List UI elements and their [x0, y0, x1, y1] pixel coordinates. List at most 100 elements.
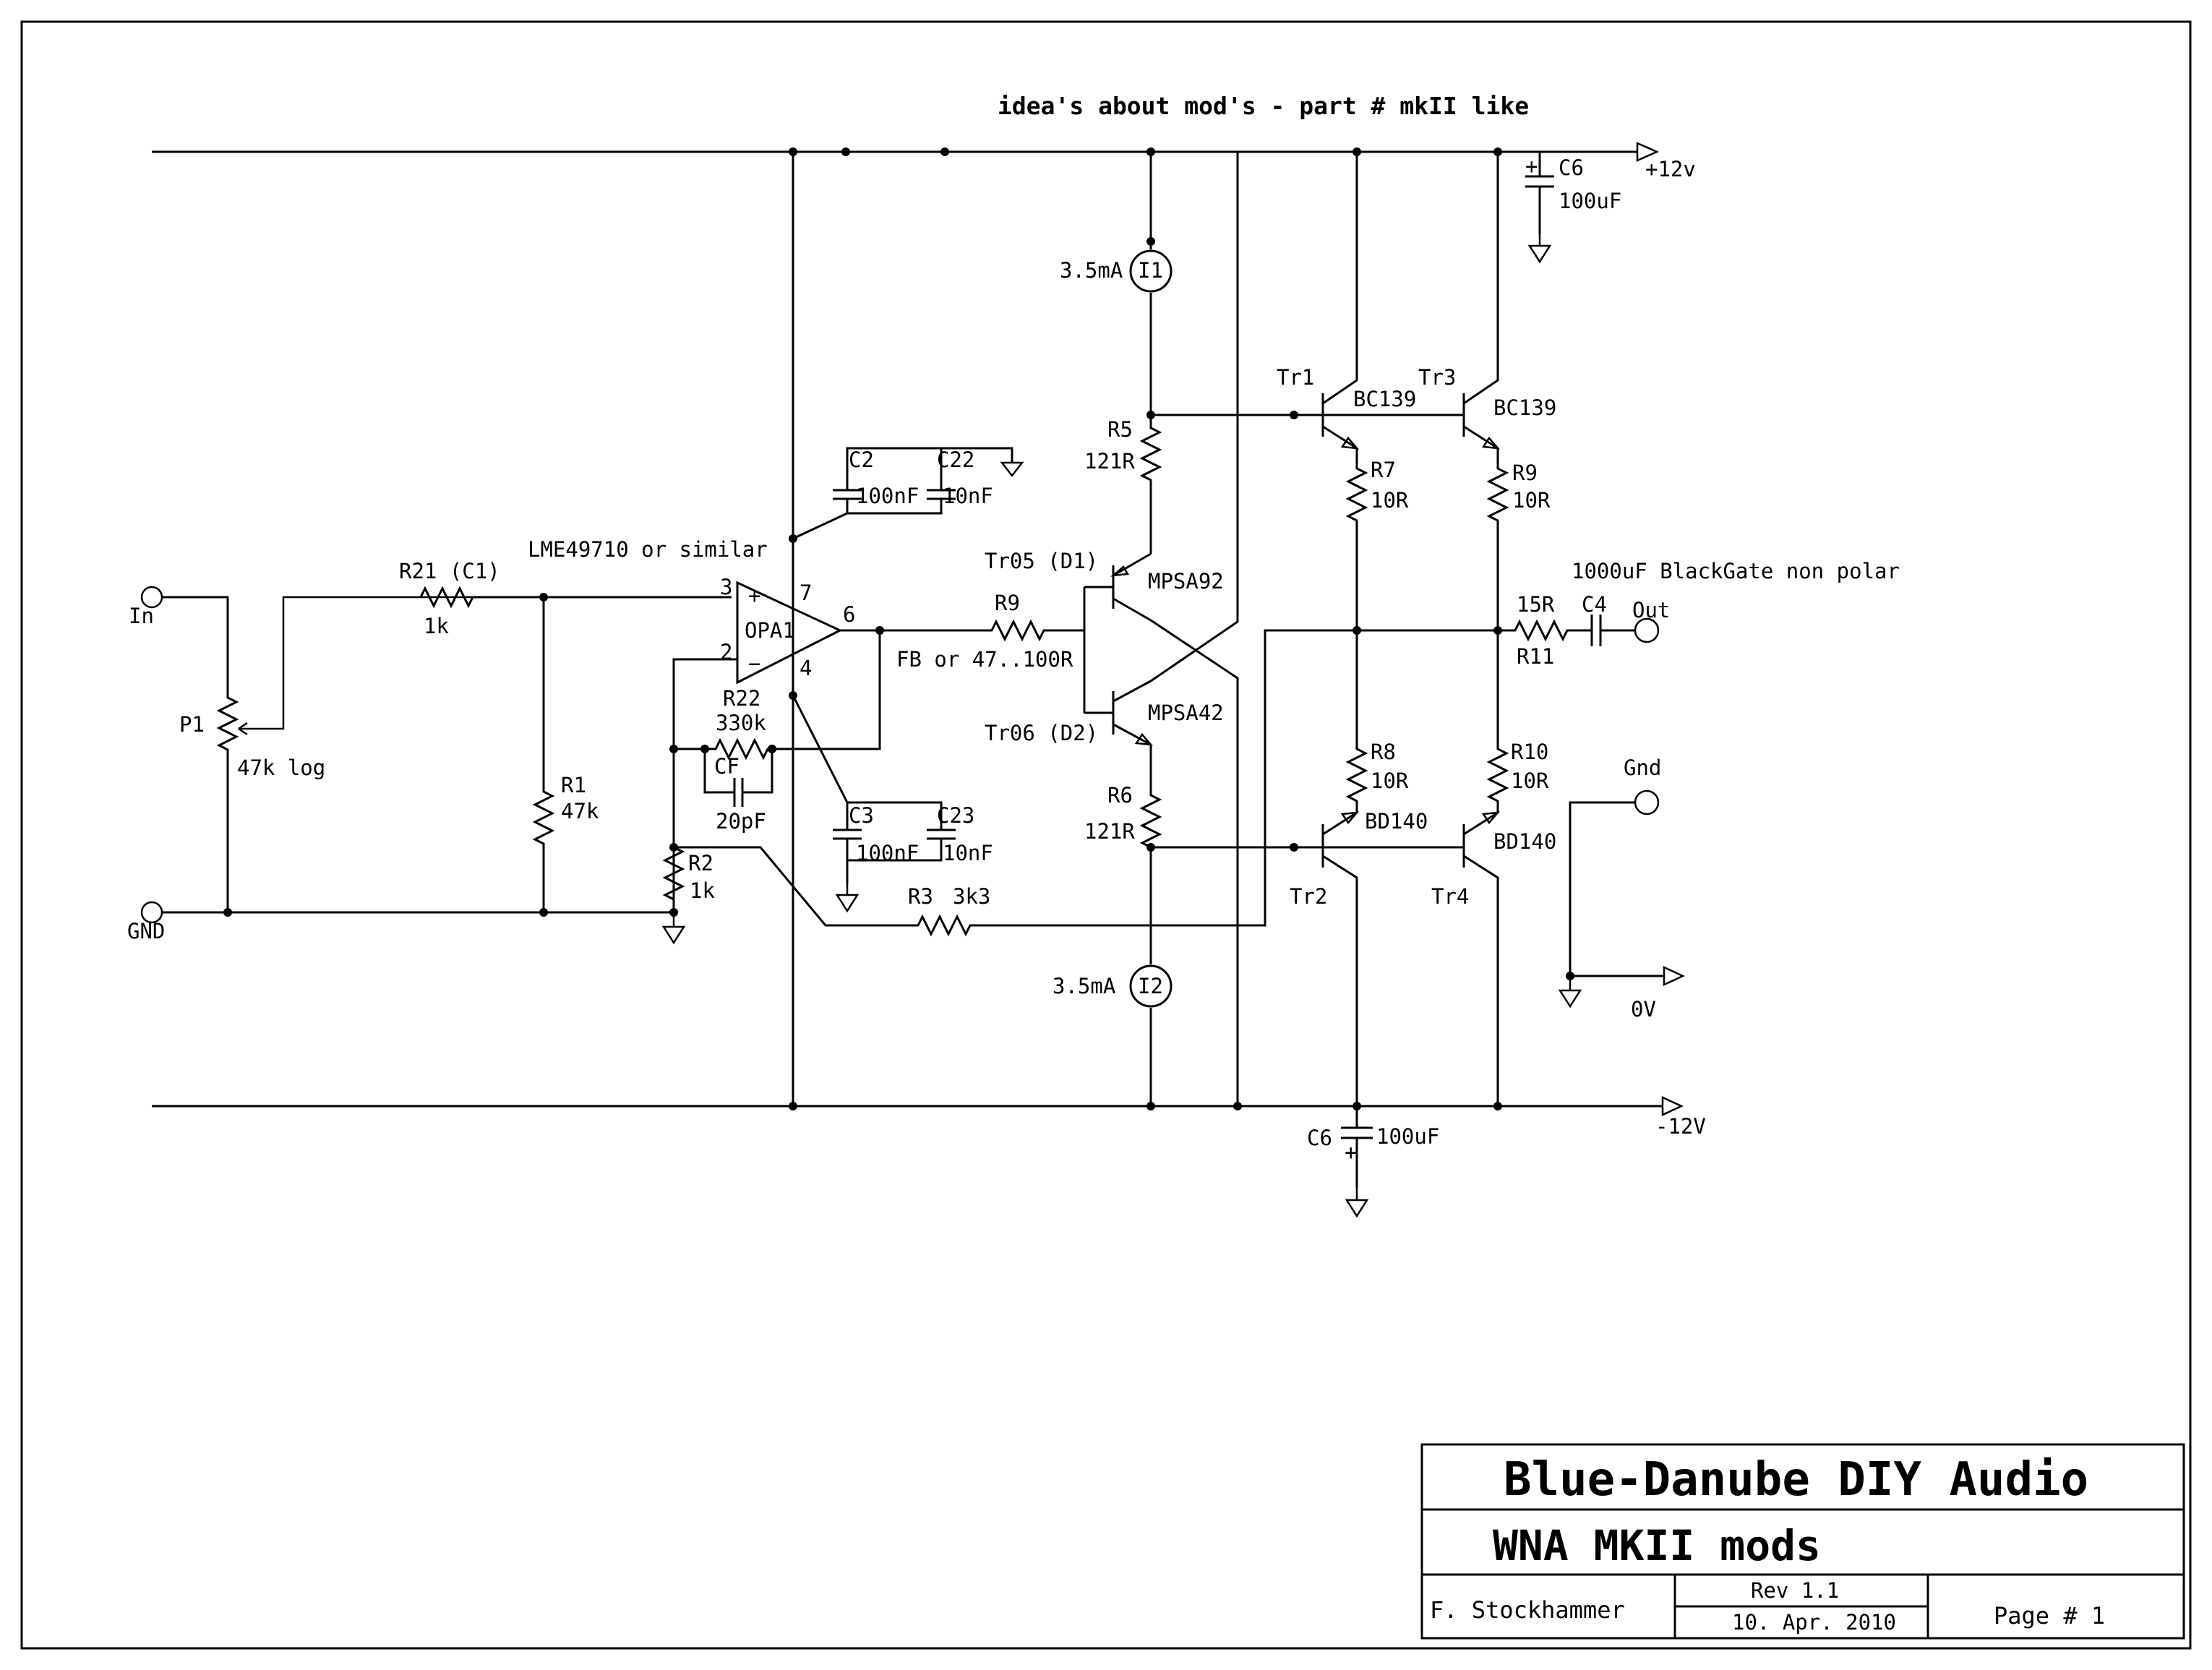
svg-text:R2: R2 [688, 851, 713, 875]
r2-resistor: R2 1k [662, 846, 715, 912]
revision: Rev 1.1 [1751, 1578, 1839, 1603]
svg-text:P1: P1 [179, 712, 205, 737]
svg-text:10nF: 10nF [943, 841, 993, 865]
svg-text:Tr4: Tr4 [1431, 884, 1469, 909]
svg-text:1000uF BlackGate non polar: 1000uF BlackGate non polar [1572, 559, 1900, 583]
svg-text:10R: 10R [1512, 488, 1551, 513]
r22-resistor: R22 330k [674, 630, 881, 761]
c6-bottom-capacitor: + C6 100uF [1307, 1106, 1439, 1217]
svg-text:10R: 10R [1371, 488, 1409, 513]
svg-text:R11: R11 [1517, 644, 1554, 669]
opamp-name: OPA1 [745, 618, 795, 643]
svg-text:+: + [1525, 154, 1538, 179]
svg-text:R22: R22 [723, 686, 760, 711]
r21-resistor: R21 (C1) 1k [399, 559, 732, 638]
svg-text:4: 4 [800, 656, 812, 680]
svg-text:2: 2 [720, 640, 732, 664]
negative-rail-label: -12V [1655, 1114, 1706, 1139]
r3-resistor: R3 3k3 [674, 629, 1498, 937]
svg-text:MPSA42: MPSA42 [1148, 701, 1224, 725]
output-ground-terminal: Gnd 0V [1559, 755, 1685, 1022]
svg-text:10R: 10R [1511, 768, 1549, 793]
output-terminal: Out [1632, 598, 1670, 643]
svg-text:C6: C6 [1559, 155, 1584, 180]
r9-resistor: R9 FB or 47..100R [840, 591, 1084, 672]
svg-text:330k: 330k [716, 711, 766, 735]
svg-text:GND: GND [127, 919, 165, 943]
svg-text:Tr1: Tr1 [1277, 365, 1314, 390]
opamp-note: LME49710 or similar [528, 537, 768, 562]
r1-resistor: R1 47k [532, 597, 599, 912]
svg-text:C22: C22 [937, 448, 974, 472]
svg-text:100nF: 100nF [856, 841, 919, 865]
svg-text:R10: R10 [1511, 740, 1548, 764]
c3-c23-decoupling: C3 100nF C23 10nF [792, 695, 993, 912]
svg-text:MPSA92: MPSA92 [1148, 569, 1224, 594]
svg-text:47k log: 47k log [237, 755, 325, 780]
project-name: WNA MKII mods [1493, 1521, 1821, 1570]
svg-text:7: 7 [800, 581, 812, 605]
svg-text:1k: 1k [690, 878, 715, 903]
svg-text:R9: R9 [995, 591, 1020, 615]
svg-text:Tr3: Tr3 [1418, 365, 1456, 390]
svg-text:BD140: BD140 [1365, 809, 1428, 834]
svg-text:R1: R1 [561, 773, 586, 797]
r5-resistor: R5 121R [1084, 415, 1162, 554]
driver-cross-wires [1150, 152, 1239, 1106]
svg-text:C4: C4 [1582, 592, 1607, 617]
svg-text:In: In [129, 604, 154, 628]
positive-rail: +12v [152, 142, 1696, 181]
svg-text:+: + [748, 583, 760, 608]
r6-resistor: R6 121R [1084, 745, 1162, 849]
svg-text:R3: R3 [908, 884, 933, 909]
svg-text:Tr06 (D2): Tr06 (D2) [985, 721, 1098, 745]
input-ground-terminal: GND [127, 901, 165, 943]
svg-text:121R: 121R [1084, 449, 1135, 474]
svg-text:BC139: BC139 [1493, 395, 1556, 420]
page-number: Page # 1 [1994, 1602, 2105, 1630]
r9b-resistor: R9 10R [1486, 448, 1551, 630]
tr06-transistor: Tr06 (D2) MPSA42 [985, 680, 1224, 746]
drawing-frame [20, 20, 2192, 1650]
c2-c22-decoupling: C2 100nF C22 10nF [792, 447, 1024, 540]
svg-text:3.5mA: 3.5mA [1053, 974, 1115, 998]
svg-text:R9: R9 [1512, 461, 1538, 485]
svg-text:20pF: 20pF [716, 809, 766, 834]
r7-resistor: R7 10R [1345, 448, 1409, 630]
svg-text:R7: R7 [1371, 458, 1396, 482]
svg-text:R5: R5 [1107, 417, 1133, 442]
svg-text:121R: 121R [1084, 819, 1135, 844]
svg-text:10nF: 10nF [943, 484, 993, 508]
tr05-transistor: Tr05 (D1) MPSA92 [985, 549, 1224, 622]
tr1-transistor: Tr1 BC139 [1277, 152, 1416, 450]
svg-text:Gnd: Gnd [1624, 755, 1661, 780]
svg-text:I1: I1 [1138, 258, 1163, 283]
cf-capacitor: CF 20pF [703, 749, 773, 834]
svg-text:R21 (C1): R21 (C1) [399, 559, 500, 583]
opamp-opa1: OPA1 + − 3 2 7 4 6 LME49710 or similar [528, 537, 855, 685]
svg-text:6: 6 [843, 602, 855, 627]
r8-resistor: R8 10R [1345, 630, 1409, 813]
svg-text:3k3: 3k3 [953, 884, 990, 909]
tr3-transistor: Tr3 BC139 [1330, 152, 1556, 450]
author-name: F. Stockhammer [1430, 1596, 1625, 1624]
title-block: Blue-Danube DIY Audio WNA MKII mods F. S… [1420, 1443, 2185, 1640]
negative-rail: -12V [152, 1096, 1706, 1139]
svg-text:3.5mA: 3.5mA [1060, 258, 1123, 283]
tr4-transistor: Tr4 BD140 [1330, 811, 1556, 1106]
inverting-input-wire [672, 658, 737, 912]
svg-text:−: − [748, 651, 760, 676]
svg-text:C6: C6 [1307, 1126, 1332, 1150]
tr2-transistor: Tr2 BD140 [1290, 809, 1428, 1106]
svg-text:Tr05 (D1): Tr05 (D1) [985, 549, 1098, 573]
svg-text:10R: 10R [1371, 768, 1409, 793]
svg-text:+: + [1345, 1140, 1357, 1165]
svg-text:47k: 47k [561, 799, 599, 823]
i1-current-source: I1 3.5mA [1060, 152, 1173, 415]
p1-potentiometer: P1 47k log [162, 596, 541, 912]
c6-top-capacitor: + C6 100uF [1525, 152, 1621, 263]
c4-capacitor: C4 1000uF BlackGate non polar [1572, 559, 1900, 646]
svg-text:BD140: BD140 [1493, 829, 1556, 854]
i2-current-source: I2 3.5mA [1053, 850, 1173, 1106]
svg-text:1k: 1k [424, 614, 449, 638]
